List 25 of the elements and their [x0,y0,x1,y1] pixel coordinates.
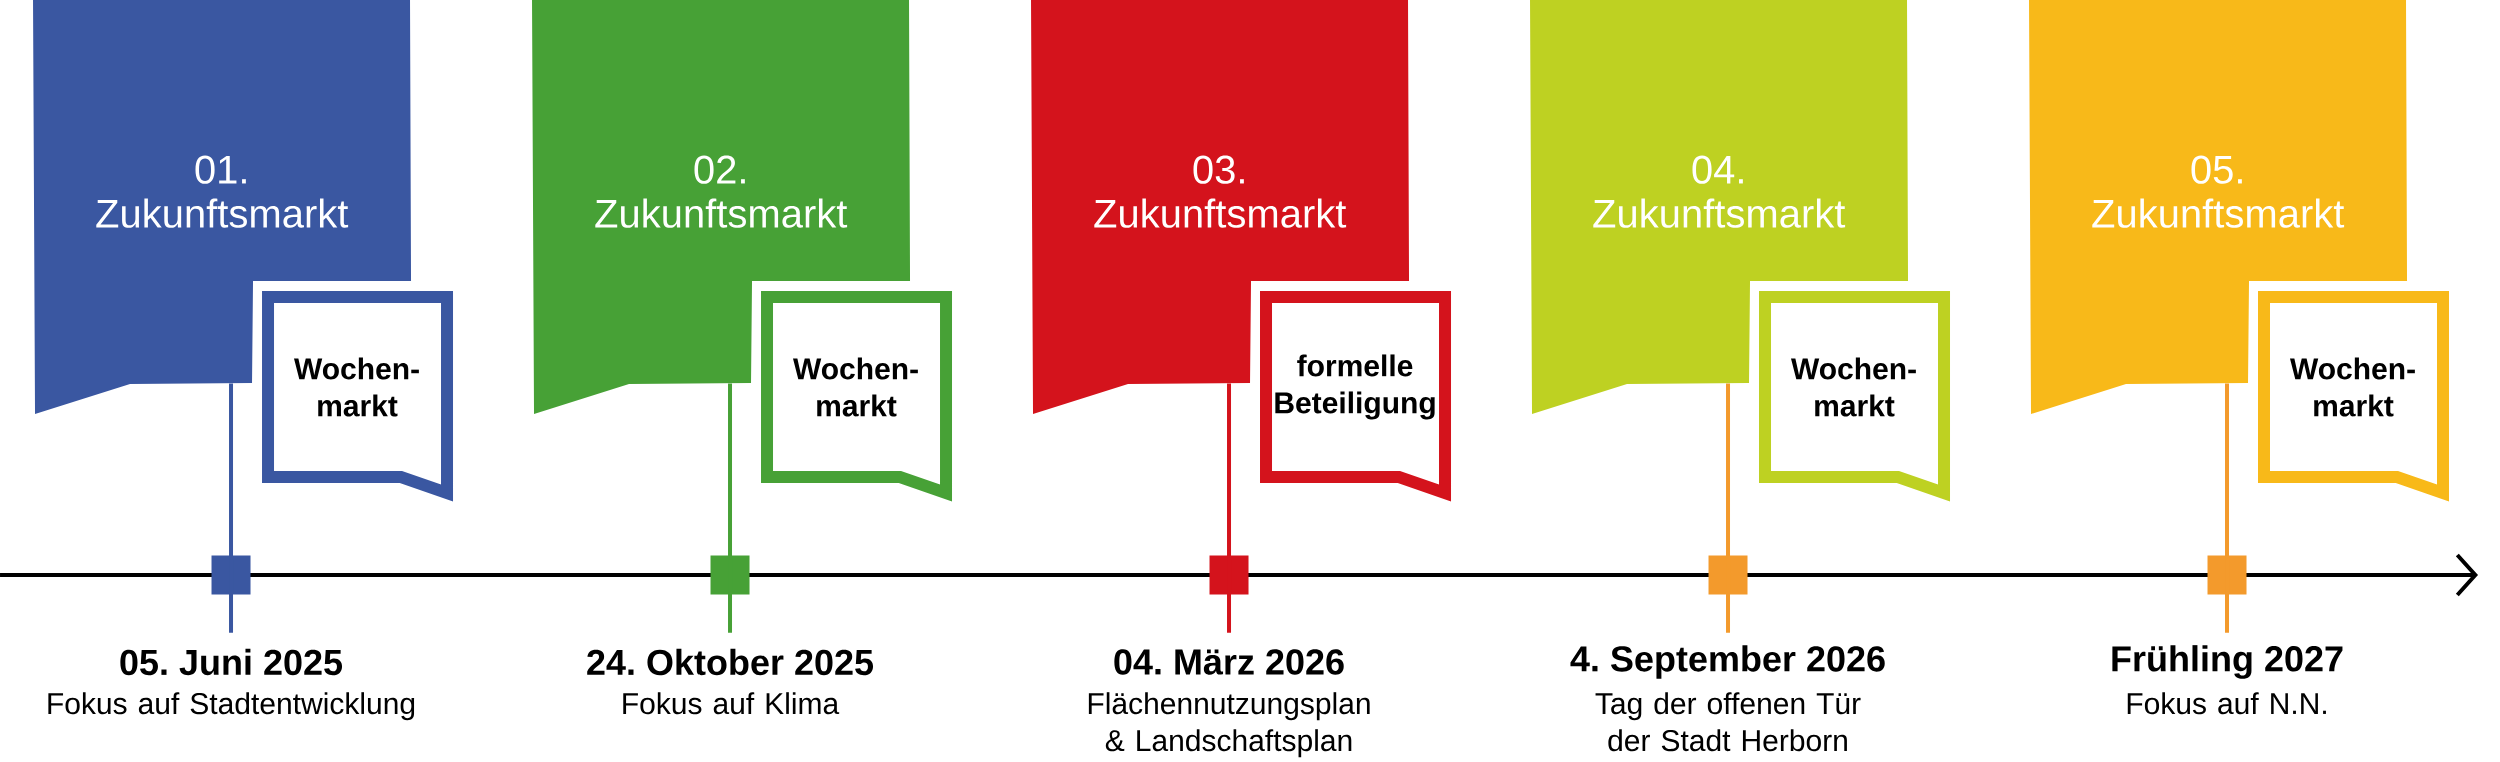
date-label: 05. Juni 2025 [120,648,343,676]
flag-pole [728,383,732,633]
speech-bubble: Wochen- markt [761,291,952,502]
description-text: Fokus auf Klima [623,692,840,715]
speech-bubble: Wochen- markt [262,291,453,502]
flag-label: 05. Zukunftsmarkt [2092,155,2345,228]
flag-label: 03. Zukunftsmarkt [1094,155,1347,228]
flag-pole [1726,383,1730,633]
flag-label: 04. Zukunftsmarkt [1593,155,1846,228]
date-label: 04. März 2026 [1114,649,1344,675]
speech-bubble: Wochen- markt [1759,291,1950,502]
speech-bubble: formelle Beteiligung [1260,291,1451,502]
flag-label: 01. Zukunftsmarkt [96,155,349,228]
flag-pole [2225,383,2229,633]
flag-pole [229,383,233,633]
description-text: Fokus auf N.N. [2127,692,2326,715]
flag-label: 02. Zukunftsmarkt [595,155,848,228]
description-text: Tag der offenen Tür der Stadt Herborn [1595,692,1861,752]
date-label: 4. September 2026 [1570,645,1885,679]
description-text: Fokus auf Stadtentwicklung [48,692,415,721]
date-label: Frühling 2027 [2112,645,2343,679]
speech-bubble: Wochen- markt [2258,291,2449,502]
description-text: Flächennutzungsplan & Landschaftsplan [1088,692,1370,758]
flag-pole [1227,383,1231,633]
date-label: 24. Oktober 2025 [587,648,874,676]
